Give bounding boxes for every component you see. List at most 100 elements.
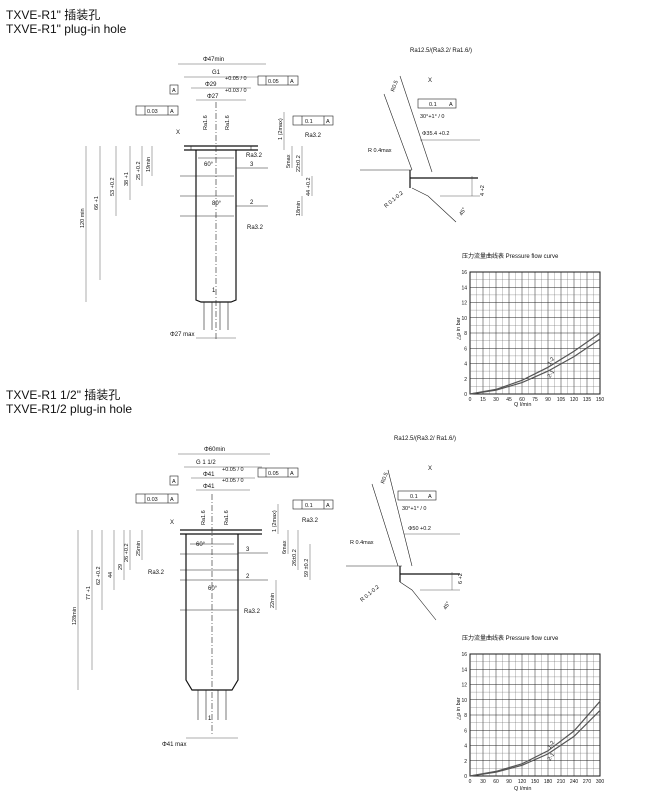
tol2-top-value: 0.05 <box>268 471 279 477</box>
series-label: 2-1 <box>547 369 556 379</box>
y-tick-label: 6 <box>464 728 467 734</box>
detail1-perp-ref: A <box>449 102 453 108</box>
detail1-angle: 30°+1° / 0 <box>420 114 444 120</box>
dim-phi47: Φ47min <box>203 57 224 63</box>
chart1-title: 压力流量曲线表 Pressure flow curve <box>462 252 559 260</box>
detail2-perp-ref: A <box>428 494 432 500</box>
x-tick-label: 210 <box>557 779 566 785</box>
dim2-1-2max: 1 (2max) <box>272 510 278 532</box>
dim-phi27-tol: +0.03 / 0 <box>225 88 247 94</box>
ra16-left: Ra1.6 <box>203 115 209 130</box>
dim2-phi41max: Φ41 max <box>162 742 186 748</box>
tol2-03-value: 0.03 <box>147 497 158 503</box>
detail2-r05: R0.5 <box>380 472 390 485</box>
tol2-03-ref: A <box>170 497 174 503</box>
port-1: 1 <box>212 288 216 294</box>
series-label: 1-2 <box>547 357 556 367</box>
y-tick-label: 10 <box>461 316 467 322</box>
detail1-d4: 4 +2 <box>480 185 486 196</box>
detail2-ra-set: Ra12.5/(Ra3.2/ Ra1.6/) <box>394 436 456 442</box>
ra32-top-2: Ra3.2 <box>302 518 319 524</box>
dim2-26: 26±0.2 <box>292 549 298 566</box>
chart1-xlabel: Q l/min <box>514 402 531 408</box>
angle-80: 80° <box>212 201 222 207</box>
block2-section: Φ60min G 1 1/2 Φ41 +0.05 / 0 Φ41 +0.05 /… <box>72 447 334 748</box>
chart2-title: 压力流量曲线表 Pressure flow curve <box>462 634 559 642</box>
perp2-ref: A <box>326 503 330 509</box>
detail1-r04: R 0.4max <box>368 148 392 154</box>
x-tick-label: 180 <box>544 779 553 785</box>
detail2-a45: 45° <box>443 601 452 611</box>
tol-03-value: 0.03 <box>147 109 158 115</box>
dim-18: 18min <box>296 201 302 216</box>
ra16-left-2: Ra1.6 <box>201 510 207 525</box>
block1-title: TXVE-R1" 插装孔 TXVE-R1" plug-in hole <box>6 8 126 36</box>
y-tick-label: 8 <box>464 713 467 719</box>
x-tick-label: 105 <box>557 397 566 403</box>
port-2: 2 <box>250 200 254 206</box>
block1-title-cn: TXVE-R1" 插装孔 <box>6 8 101 22</box>
ra32-top: Ra3.2 <box>305 133 322 139</box>
ra32-mid-2: Ra3.2 <box>148 570 165 576</box>
tol-top-value: 0.05 <box>268 79 279 85</box>
tol-03-ref: A <box>170 109 174 115</box>
block2-title-cn: TXVE-R1 1/2" 插装孔 <box>6 388 121 402</box>
block1-section: Φ47min G1 Φ29 +0.05 / 0 Φ27 +0.03 / 0 0.… <box>80 57 334 340</box>
detail-x-mark: X <box>176 130 180 136</box>
dim2-62: 62 +0.2 <box>96 566 102 585</box>
y-tick-label: 4 <box>464 362 467 368</box>
x-tick-label: 30 <box>480 779 486 785</box>
x-tick-label: 30 <box>493 397 499 403</box>
block1-title-en: TXVE-R1" plug-in hole <box>6 22 127 36</box>
chart2-xlabel: Q l/min <box>514 786 531 792</box>
series-label: 1-2 <box>547 740 556 750</box>
datum-a: A <box>172 88 176 94</box>
dim-phi41b: Φ41 <box>203 484 215 490</box>
series-line-1-2 <box>469 332 601 395</box>
dim-phi60: Φ60min <box>204 447 225 453</box>
detail2-x-mark: X <box>170 520 174 526</box>
x-tick-label: 120 <box>570 397 579 403</box>
dim-44: 44 +0.2 <box>306 177 312 196</box>
detail1-d354: Φ35.4 +0.2 <box>422 131 449 137</box>
y-tick-label: 10 <box>461 698 467 704</box>
dim2-59: 59 ±0.2 <box>304 559 310 577</box>
detail2-perp: 0.1 <box>410 494 418 500</box>
perp-value: 0.1 <box>305 119 313 125</box>
x-tick-label: 150 <box>596 397 605 403</box>
chart1-ylabel: △p in bar <box>456 317 462 340</box>
dim2-29: 29 <box>118 564 124 570</box>
x-tick-label: 120 <box>518 779 527 785</box>
dim2-22: 22min <box>270 593 276 608</box>
y-tick-label: 4 <box>464 744 467 750</box>
x-tick-label: 0 <box>469 397 472 403</box>
y-tick-label: 16 <box>461 652 467 658</box>
y-tick-label: 2 <box>464 377 467 383</box>
x-tick-label: 240 <box>570 779 579 785</box>
x-tick-label: 90 <box>545 397 551 403</box>
x-tick-label: 0 <box>469 779 472 785</box>
y-tick-label: 2 <box>464 759 467 765</box>
dim-1-2max: 1 (2max) <box>278 118 284 140</box>
port2-3: 3 <box>246 547 250 553</box>
x-tick-label: 270 <box>583 779 592 785</box>
detail2-angle: 30°+1° / 0 <box>402 506 426 512</box>
detail1-x: X <box>428 78 432 84</box>
dim-phi29-tol: +0.05 / 0 <box>225 76 247 82</box>
perp-ref: A <box>326 119 330 125</box>
dim2-44: 44 <box>108 572 114 578</box>
dim-66: 66 +1 <box>94 196 100 210</box>
x-tick-label: 90 <box>506 779 512 785</box>
dim-g1: G1 <box>212 70 221 76</box>
x-tick-label: 135 <box>583 397 592 403</box>
y-tick-label: 14 <box>461 667 467 673</box>
x-tick-label: 60 <box>493 779 499 785</box>
ra32-low: Ra3.2 <box>247 225 264 231</box>
block2-title: TXVE-R1 1/2" 插装孔 TXVE-R1/2 plug-in hole <box>6 388 132 416</box>
angle2-60b: 60° <box>208 586 218 592</box>
perp2-value: 0.1 <box>305 503 313 509</box>
dim-phi27: Φ27 <box>207 94 219 100</box>
detail2-r01: R 0.1-0.2 <box>359 584 380 603</box>
